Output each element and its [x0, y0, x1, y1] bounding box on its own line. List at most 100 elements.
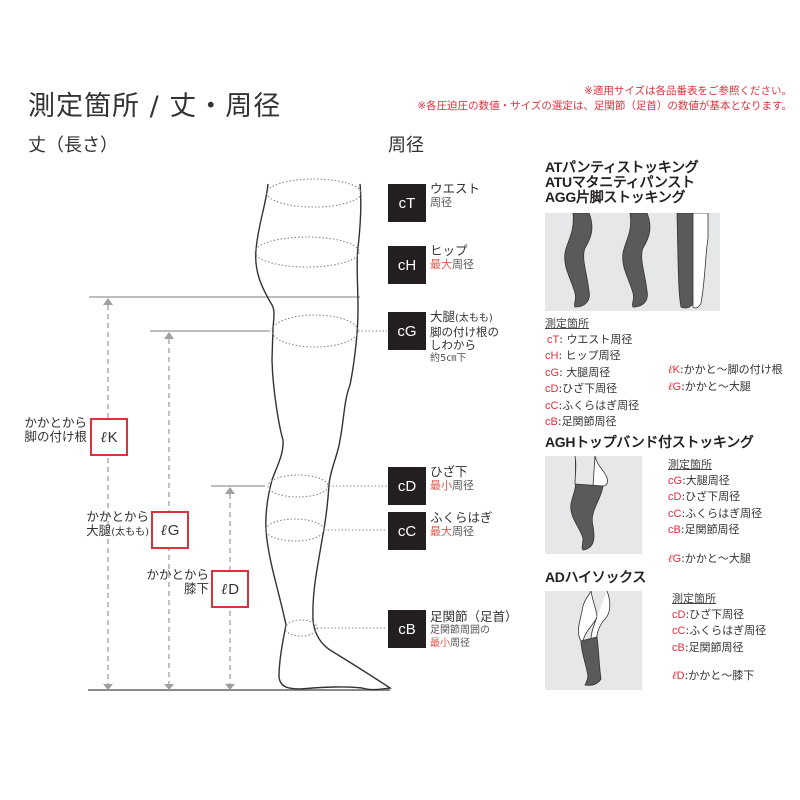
girth-item-label: 足関節周径 — [688, 640, 744, 654]
length-key: G — [672, 552, 682, 565]
length-item-label: :かかと～脚の付け根 — [679, 363, 783, 376]
girth-code-cG: cG — [388, 312, 426, 350]
product-title-at: ATパンティストッキング — [545, 159, 699, 175]
length-lD-line2: 膝下 — [183, 581, 209, 596]
length-item-label: :かかと～膝下 — [684, 669, 755, 682]
note-size-reference: ※適用サイズは各品番表をご参照ください。 — [584, 85, 792, 97]
lG-arrow-up-icon — [164, 332, 174, 339]
page-title: 測定箇所 / 丈・周径 — [28, 91, 282, 122]
cG-ellipse — [271, 314, 359, 348]
product-3-title: ADハイソックス — [545, 569, 647, 585]
product-1-lengths: ℓK:かかと～脚の付け根 ℓG:かかと～大腿 — [668, 363, 783, 393]
lG-arrow-down-icon — [164, 684, 174, 690]
girth-key: cB — [672, 641, 685, 654]
girth-item-label: ふくらはぎ周径 — [562, 398, 640, 412]
leg-outline — [255, 183, 392, 691]
girth-name-ankle: 足関節（足首） — [430, 609, 518, 624]
length-lG-line2: 大腿 — [86, 523, 112, 538]
product-1-measurements: 測定箇所 cT: ウエスト周径 cH: ヒップ周径 cG: 大腿周径 cD:ひざ… — [545, 316, 639, 431]
length-key: K — [672, 364, 680, 376]
sep: : — [684, 640, 689, 654]
girth-label-below-knee: ひざ下 最小周径 — [430, 464, 474, 492]
girth-key: cG — [545, 366, 560, 379]
girth-heading: 周径 — [388, 135, 424, 156]
girth-name-thigh-small: (太もも) — [455, 313, 493, 324]
girth-item-label: 大腿周径 — [685, 473, 730, 487]
lK-arrow-down-icon — [103, 684, 113, 690]
girth-name-calf: ふくらはぎ — [430, 510, 493, 525]
girth-key: cD — [545, 383, 559, 395]
girth-item-label: ふくらはぎ周径 — [685, 506, 763, 520]
girth-key: cD — [672, 608, 686, 621]
cB-ellipse — [284, 619, 318, 637]
length-key: G — [672, 380, 682, 393]
girth-label-calf: ふくらはぎ 最大周径 — [430, 510, 493, 538]
sep: : — [558, 349, 566, 362]
sep: : — [681, 490, 686, 503]
girth-key: cT — [547, 333, 560, 346]
length-label-lG: かかとから 大腿(太もも) — [86, 510, 149, 540]
girth-code-cD: cD — [388, 467, 426, 505]
girth-label-ankle: 足関節（足首） 足関節周囲の 最小周径 — [430, 609, 518, 650]
girth-key: cG — [668, 474, 683, 487]
girth-name-hip: ヒップ — [430, 243, 468, 258]
girth-desc-ankle-line2: 足関節周囲の — [430, 625, 490, 636]
cD-ellipse — [267, 474, 329, 498]
product-1-illustration — [545, 212, 720, 311]
length-code: D — [228, 580, 240, 598]
length-item-label: :かかと～大腿 — [681, 551, 751, 565]
girth-item-label: ひざ下周径 — [685, 490, 741, 503]
girth-desc-calf: 周径 — [452, 525, 474, 538]
sep: : — [559, 365, 567, 379]
girth-item-label: 大腿周径 — [566, 365, 611, 379]
knee-high-sock-icon — [578, 589, 611, 686]
length-label-lD: かかとから 膝下 — [146, 568, 209, 596]
ell-symbol: ℓ — [220, 579, 228, 598]
girth-key: cB — [668, 524, 681, 536]
product-2-title: AGHトップバンド付ストッキング — [545, 434, 754, 450]
length-lG-line1: かかとから — [86, 509, 149, 524]
length-key: D — [676, 670, 685, 682]
cT-ellipse — [266, 178, 362, 208]
length-heading: 丈（長さ） — [28, 135, 118, 156]
girth-key: cD — [668, 491, 682, 503]
pantyhose-legs-icon — [564, 212, 709, 309]
ell-symbol: ℓ — [100, 427, 107, 446]
product-2-measurements: 測定箇所 cG:大腿周径 cD:ひざ下周径 cC:ふくらはぎ周径 cB:足関節周… — [668, 458, 763, 565]
thigh-high-stocking-icon — [570, 455, 608, 551]
girth-item-label: ひざ下周径 — [562, 382, 618, 395]
girth-desc-thigh-line2: 脚の付け根の — [430, 325, 499, 339]
girth-desc-waist: 周径 — [430, 196, 452, 209]
length-code: K — [107, 428, 118, 446]
sep: : — [685, 624, 690, 637]
girth-desc-calf-highlight: 最大 — [430, 525, 452, 538]
length-lK-line2: 脚の付け根 — [24, 429, 87, 444]
girth-name-below-knee: ひざ下 — [430, 464, 468, 479]
girth-key: cC — [545, 399, 559, 412]
measure-heading: 測定箇所 — [672, 592, 716, 605]
cC-ellipse — [265, 518, 325, 542]
girth-desc-ankle: 周径 — [450, 638, 470, 649]
sep: : — [558, 382, 563, 395]
girth-item-label: ひざ下周径 — [689, 607, 745, 621]
product-3-measurements: 測定箇所 cD:ひざ下周径 cC:ふくらはぎ周径 cB:足関節周径 ℓD:かかと… — [672, 592, 767, 682]
girth-label-hip: ヒップ 最大周径 — [430, 243, 474, 271]
product-title-atu: ATUマタニティパンスト — [545, 174, 695, 190]
measure-heading: 測定箇所 — [668, 458, 712, 471]
girth-key: cH — [545, 350, 559, 362]
girth-item-label: ウエスト周径 — [566, 332, 633, 346]
girth-item-label: ふくらはぎ周径 — [689, 624, 767, 637]
sep: : — [559, 332, 567, 346]
note-pressure-basis: ※各圧迫圧の数値・サイズの選定は、足関節（足首）の数値が基本となります。 — [417, 100, 792, 112]
girth-label-thigh: 大腿(太もも) 脚の付け根の しわから 約5㎝下 — [430, 309, 499, 365]
girth-code-cT: cT — [388, 184, 426, 222]
product-1-titles: ATパンティストッキング ATUマタニティパンスト AGG片脚ストッキング — [545, 159, 699, 205]
girth-code-cC: cC — [388, 512, 426, 550]
sep: : — [558, 398, 563, 412]
girth-desc-ankle-highlight: 最小 — [430, 638, 450, 649]
girth-desc-hip: 周径 — [452, 258, 474, 271]
girth-desc-thigh-line3: しわから — [430, 338, 476, 352]
